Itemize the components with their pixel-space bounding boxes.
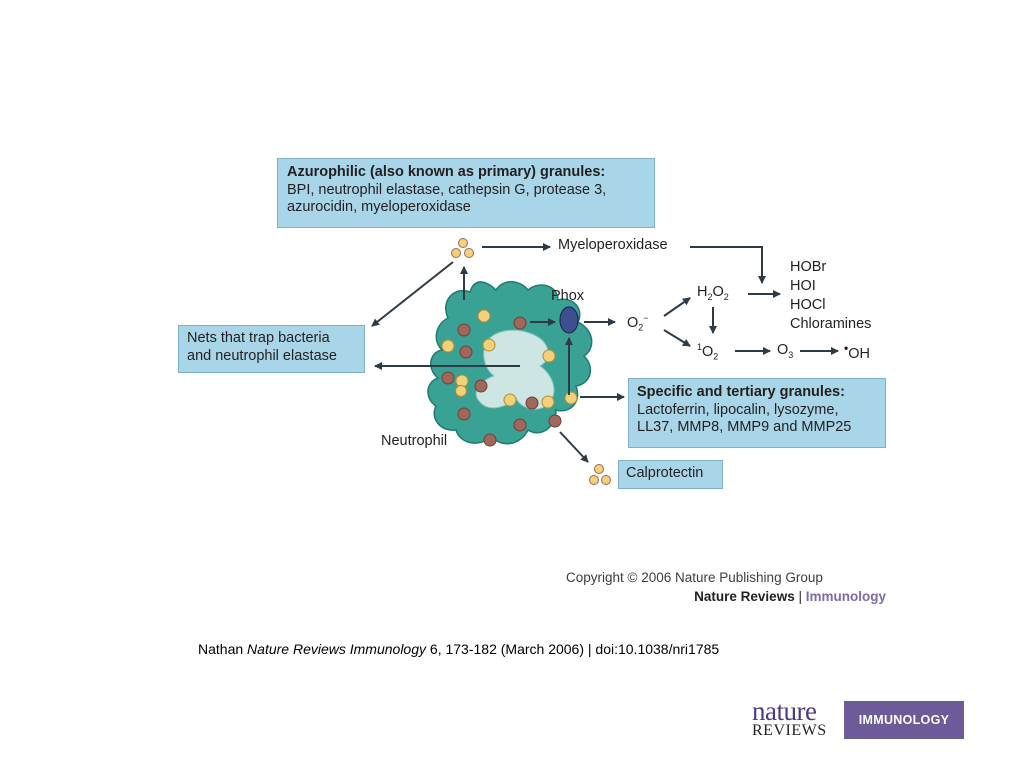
copyright-text: Copyright © 2006 Nature Publishing Group — [566, 570, 823, 585]
product-hoi: HOI — [790, 278, 816, 294]
logo-reviews-wordmark: REVIEWS — [752, 722, 827, 739]
superoxide-label: O2− — [627, 313, 649, 333]
granules-yellow — [441, 309, 578, 409]
product-hocl: HOCl — [790, 297, 826, 313]
azurophilic-line-2: azurocidin, myeloperoxidase — [287, 199, 471, 216]
phox-complex — [559, 306, 579, 334]
journal-section: Immunology — [805, 589, 886, 604]
hydrogen-peroxide-label: H2O2 — [697, 284, 729, 302]
azurophilic-heading: Azurophilic (also known as primary) gran… — [287, 164, 606, 180]
citation-author: Nathan — [198, 641, 244, 657]
product-chloramines: Chloramines — [790, 316, 872, 332]
neutrophil-label: Neutrophil — [381, 433, 448, 449]
calprotectin-box: Calprotectin — [618, 460, 723, 489]
calprotectin-granules — [589, 464, 611, 485]
arrows — [371, 243, 839, 463]
specific-granules-box: Specific and tertiary granules: Lactofer… — [628, 378, 886, 448]
granules-brown — [441, 316, 562, 447]
journal-name: Nature Reviews — [694, 589, 795, 604]
specific-heading: Specific and tertiary granules: — [637, 384, 845, 400]
logo-immunology-badge: IMMUNOLOGY — [844, 701, 964, 739]
azurophilic-line-1: BPI, neutrophil elastase, cathepsin G, p… — [287, 181, 607, 198]
ozone-label: O3 — [777, 342, 794, 360]
logo-nature-wordmark: nature — [752, 696, 817, 726]
phox-label: Phox — [551, 288, 585, 304]
released-granules-top — [451, 238, 474, 258]
nets-line-2: and neutrophil elastase — [187, 347, 337, 364]
azurophilic-granules-box: Azurophilic (also known as primary) gran… — [277, 158, 655, 228]
specific-line-2: LL37, MMP8, MMP9 and MMP25 — [637, 419, 852, 436]
singlet-oxygen-label: 1O2 — [697, 342, 719, 362]
journal-separator: | — [798, 589, 802, 604]
nature-reviews-immunology-logo: nature REVIEWS IMMUNOLOGY — [752, 696, 964, 741]
oxidant-products: HOBr HOI HOCl Chloramines — [790, 258, 871, 334]
calprotectin-label: Calprotectin — [626, 465, 704, 481]
journal-credit: Nature Reviews | Immunology — [694, 589, 886, 604]
specific-line-1: Lactoferrin, lipocalin, lysozyme, — [637, 401, 839, 418]
citation-details: 6, 173-182 (March 2006) | doi:10.1038/nr… — [429, 641, 720, 657]
nets-line-1: Nets that trap bacteria — [187, 330, 330, 346]
citation: Nathan Nature Reviews Immunology 6, 173-… — [198, 641, 719, 657]
hydroxyl-radical-label: •OH — [844, 341, 870, 362]
citation-journal: Nature Reviews Immunology — [247, 641, 427, 657]
product-hobr: HOBr — [790, 259, 827, 275]
nets-box: Nets that trap bacteria and neutrophil e… — [178, 325, 365, 373]
myeloperoxidase-label: Myeloperoxidase — [558, 237, 668, 253]
